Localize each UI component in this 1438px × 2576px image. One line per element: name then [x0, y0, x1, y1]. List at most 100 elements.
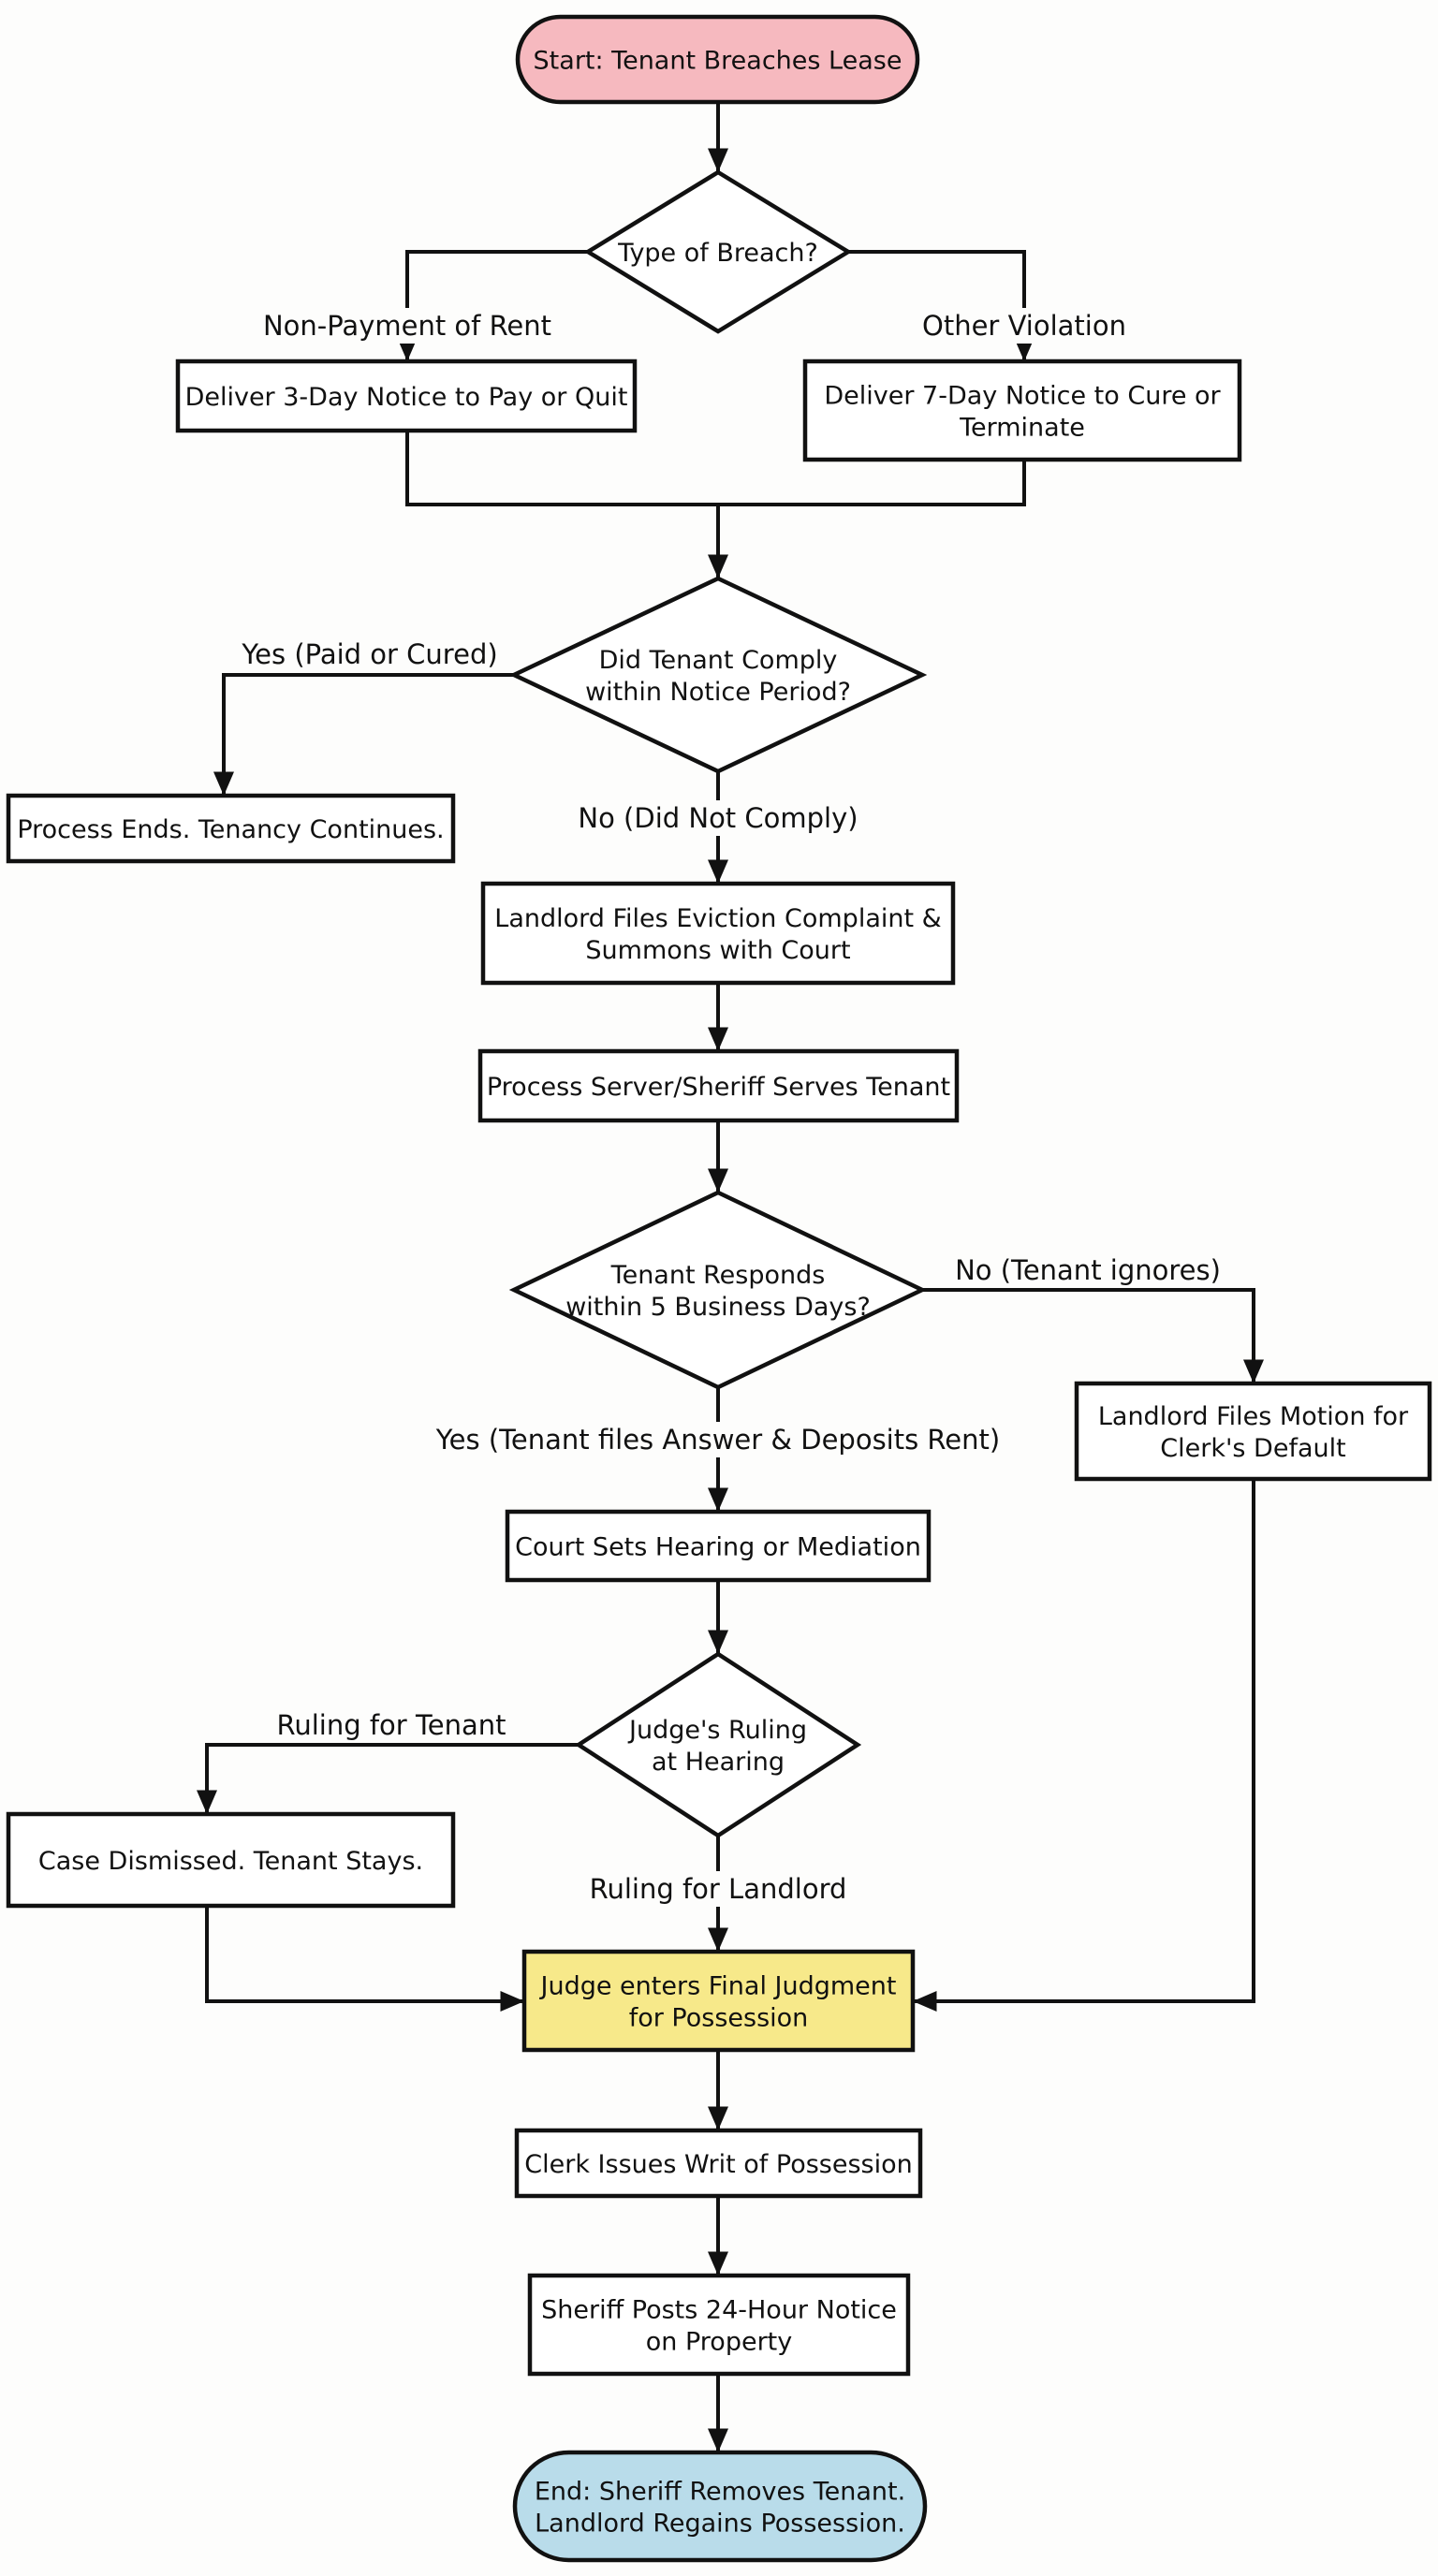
edge-label-text: Non-Payment of Rent: [263, 310, 551, 342]
process-box: [521, 1949, 916, 2053]
node-label: within 5 Business Days?: [565, 1293, 871, 1322]
arrowhead-icon: [913, 1991, 937, 2012]
node-label: Judge's Ruling: [627, 1716, 807, 1745]
node-label: Case Dismissed. Tenant Stays.: [38, 1847, 423, 1876]
node-dismissed: Case Dismissed. Tenant Stays.: [6, 1811, 456, 1909]
node-notice-24h: Sheriff Posts 24-Hour Notice on Property: [527, 2273, 911, 2377]
edge-label-background: [583, 1871, 853, 1907]
edge-label-responds-to-sets-hearing: Yes (Tenant files Answer & Deposits Rent…: [429, 1422, 1006, 1457]
edge-default-judgment: [913, 1479, 1255, 2003]
node-label: Clerk's Default: [1160, 1434, 1345, 1463]
node-label: Terminate: [959, 414, 1085, 443]
arrowhead-icon: [197, 1790, 217, 1814]
edge-responds-no: [922, 1288, 1255, 1383]
arrowhead-icon: [708, 148, 728, 172]
decision-diamond: [574, 1651, 862, 1838]
arrowhead-icon: [213, 771, 234, 796]
edge-label-text: No (Tenant ignores): [955, 1254, 1221, 1286]
edge-label-text: Ruling for Landlord: [590, 1873, 847, 1905]
node-label: within Notice Period?: [585, 678, 851, 707]
arrowhead-icon: [708, 859, 728, 884]
edge-label-background: [572, 800, 864, 836]
process-box: [514, 2128, 923, 2199]
edge-label-responds-to-motion-default: No (Tenant ignores): [949, 1252, 1226, 1288]
node-label: Type of Breach?: [617, 239, 818, 268]
arrowhead-icon: [708, 554, 728, 578]
node-label: at Hearing: [652, 1748, 785, 1777]
arrowhead-icon: [708, 1027, 728, 1051]
edge-label-breach-type-to-notice-7day: Other Violation: [917, 308, 1132, 344]
edge-label-background: [949, 1252, 1226, 1288]
edge-label-background: [271, 1707, 512, 1743]
node-label: Did Tenant Comply: [599, 646, 838, 675]
node-label: Judge enters Final Judgment: [539, 1972, 897, 2001]
process-box: [505, 1509, 932, 1583]
process-box: [6, 793, 456, 864]
node-breach-type: Type of Breach?: [583, 169, 853, 334]
process-box: [175, 359, 638, 433]
arrowhead-icon: [708, 2428, 728, 2452]
arrowhead-icon: [708, 1168, 728, 1193]
node-process-ends: Process Ends. Tenancy Continues.: [6, 793, 456, 864]
node-notice-7day: Deliver 7-Day Notice to Cure or Terminate: [802, 359, 1242, 462]
node-sets-hearing: Court Sets Hearing or Mediation: [505, 1509, 932, 1583]
node-label: Tenant Responds: [610, 1261, 826, 1290]
process-box: [477, 1048, 960, 1123]
edge-label-background: [429, 1422, 1006, 1457]
edge-label-text: Ruling for Tenant: [277, 1709, 506, 1741]
node-start: Start: Tenant Breaches Lease: [515, 14, 920, 105]
decision-diamond: [583, 169, 853, 334]
decision-diamond: [508, 576, 928, 774]
decision-diamond: [508, 1190, 928, 1390]
edge-breach-7day: [848, 250, 1026, 361]
node-writ: Clerk Issues Writ of Possession: [514, 2128, 923, 2199]
edge-dismissed-judgment: [205, 1906, 524, 2003]
process-box: [6, 1811, 456, 1909]
edge-label-background: [235, 637, 504, 672]
process-box: [527, 2273, 911, 2377]
node-label: End: Sheriff Removes Tenant.: [535, 2478, 905, 2507]
node-label: Sheriff Posts 24-Hour Notice: [541, 2296, 897, 2325]
node-label: on Property: [646, 2328, 792, 2357]
node-label: Deliver 7-Day Notice to Cure or: [824, 382, 1221, 411]
terminal-shape: [512, 2450, 928, 2563]
node-responds: Tenant Responds within 5 Business Days?: [508, 1190, 928, 1390]
node-comply: Did Tenant Comply within Notice Period?: [508, 576, 928, 774]
node-notice-3day: Deliver 3-Day Notice to Pay or Quit: [175, 359, 638, 433]
edge-label-text: Yes (Paid or Cured): [241, 638, 497, 670]
edge-label-comply-to-files-complaint: No (Did Not Comply): [572, 800, 864, 836]
process-box: [480, 881, 956, 986]
arrowhead-icon: [708, 1630, 728, 1654]
edge-label-background: [257, 308, 558, 344]
arrowhead-icon: [708, 1487, 728, 1512]
node-end: End: Sheriff Removes Tenant. Landlord Reg…: [512, 2450, 928, 2563]
process-box: [802, 359, 1242, 462]
node-label: Landlord Regains Possession.: [535, 2510, 905, 2539]
arrowhead-icon: [500, 1991, 524, 2012]
edge-label-text: Other Violation: [922, 310, 1126, 342]
node-files-complaint: Landlord Files Eviction Complaint &Summo…: [480, 881, 956, 986]
node-label: Landlord Files Eviction Complaint &: [494, 904, 941, 933]
arrowhead-icon: [708, 1927, 728, 1952]
edge-label-ruling-to-dismissed: Ruling for Tenant: [271, 1707, 512, 1743]
edge-notices-merge: [405, 431, 1026, 506]
edge-label-breach-type-to-notice-3day: Non-Payment of Rent: [257, 308, 558, 344]
edge-label-text: Yes (Tenant files Answer & Deposits Rent…: [435, 1424, 1000, 1456]
node-ruling: Judge's Ruling at Hearing: [574, 1651, 862, 1838]
node-label: Clerk Issues Writ of Possession: [524, 2150, 912, 2179]
node-serves-tenant: Process Server/Sheriff Serves Tenant: [477, 1048, 960, 1123]
process-box: [1074, 1381, 1432, 1482]
edges-layer: [197, 102, 1264, 2452]
edge-label-background: [917, 308, 1132, 344]
node-label: Court Sets Hearing or Mediation: [515, 1533, 921, 1562]
node-label: Process Server/Sheriff Serves Tenant: [487, 1073, 950, 1102]
arrowhead-icon: [708, 2251, 728, 2276]
node-label: Landlord Files Motion for: [1098, 1402, 1409, 1431]
edge-label-ruling-to-final-judgment: Ruling for Landlord: [583, 1871, 853, 1907]
arrowhead-icon: [708, 2106, 728, 2130]
